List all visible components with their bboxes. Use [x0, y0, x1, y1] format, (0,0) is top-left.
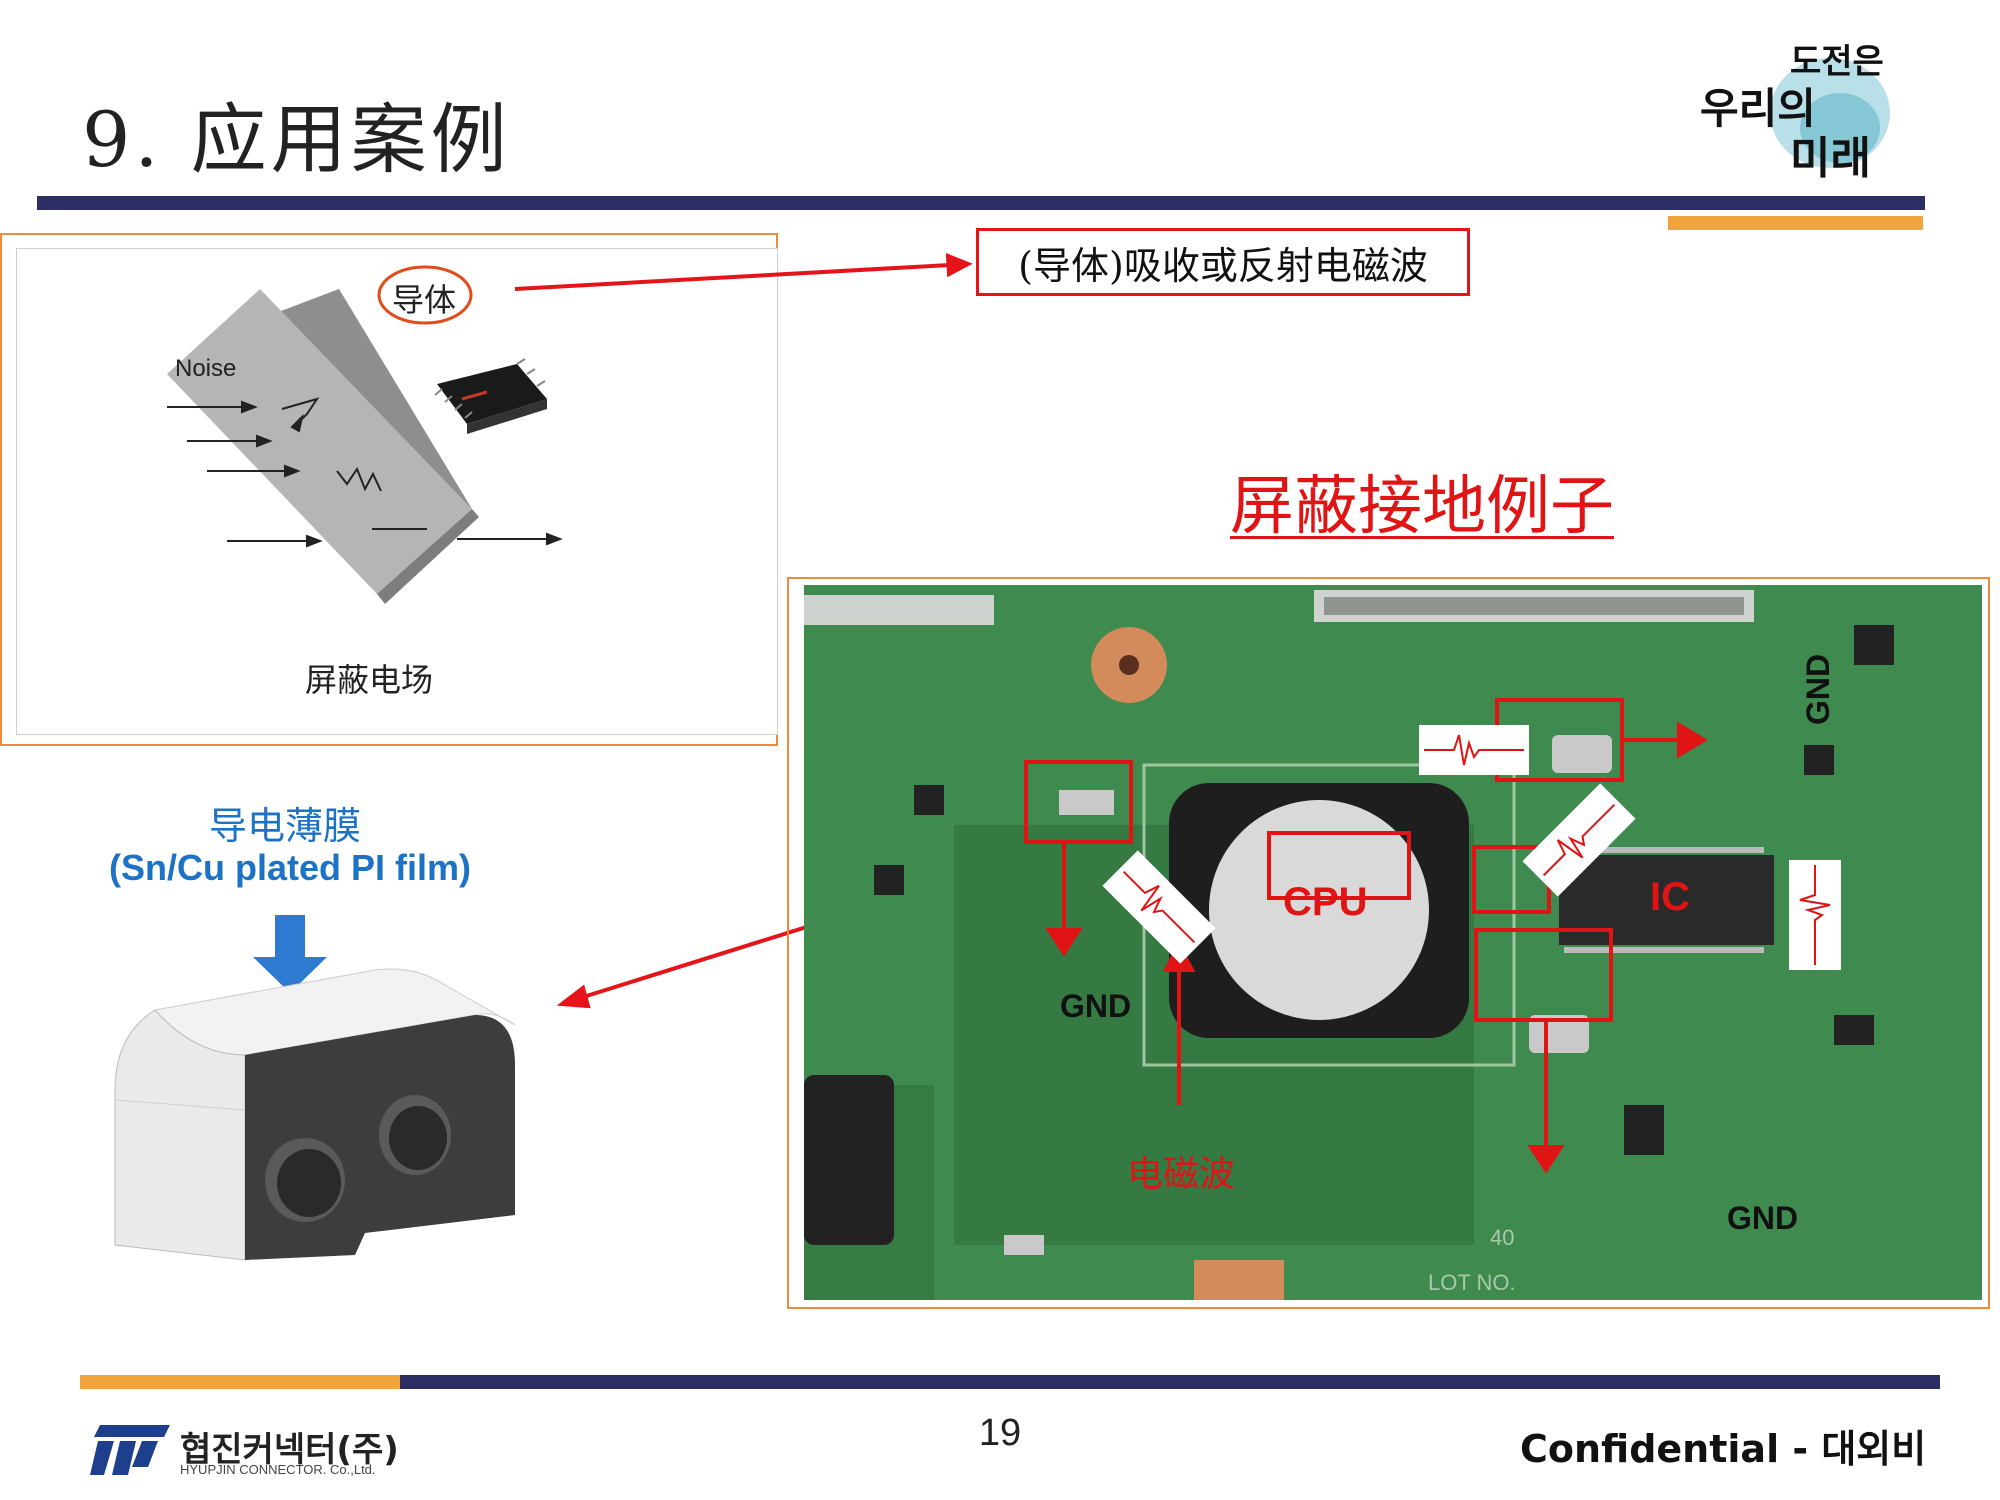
noise-label: Noise	[175, 355, 237, 382]
gnd-label-bottom: GND	[1727, 1200, 1799, 1236]
shielding-illustration	[167, 265, 563, 604]
page-number: 19	[978, 1412, 1022, 1454]
em-wave-callout: (导体)吸收或反射电磁波	[976, 228, 1470, 296]
board-text-40: 40	[1490, 1225, 1515, 1250]
shielding-diagram	[16, 248, 778, 735]
diagram-caption: 屏蔽电场	[305, 661, 434, 699]
footer-divider-accent	[80, 1375, 400, 1389]
em-wave-label: 电磁波	[1127, 1154, 1236, 1195]
slide-title: 9. 应用案例	[82, 95, 511, 184]
pcb-photo	[804, 585, 1982, 1300]
footer-divider	[400, 1375, 1940, 1389]
ic-label: IC	[1650, 875, 1690, 919]
grounding-example-title: 屏蔽接地例子	[1230, 470, 1614, 544]
svg-text:미래: 미래	[1790, 133, 1871, 184]
board-text-lot: LOT NO.	[1428, 1270, 1516, 1295]
gnd-label-left: GND	[1060, 988, 1132, 1024]
conductor-label: 导体	[392, 281, 457, 319]
em-wave-icons	[1102, 725, 1841, 970]
cpu-label: CPU	[1283, 880, 1368, 924]
film-shield-illustration	[114, 915, 516, 1261]
confidential-label: Confidential - 대외비	[1520, 1427, 1927, 1471]
film-label-cn: 导电薄膜	[208, 804, 361, 848]
header-divider	[37, 196, 1925, 210]
pcb-photo-frame	[787, 577, 1990, 1309]
header-divider-accent	[1668, 216, 1923, 230]
gnd-label-right: GND	[1800, 653, 1836, 725]
slogan-logo: 도전은 우리의 미래	[1690, 18, 1905, 188]
company-name: 협진커넥터(주)	[180, 1430, 399, 1470]
svg-text:도전은: 도전은	[1790, 42, 1884, 82]
svg-text:우리의: 우리의	[1700, 84, 1816, 133]
film-label-en: (Sn/Cu plated PI film)	[108, 847, 471, 888]
company-logo-mark	[90, 1425, 172, 1479]
company-sub: HYUPJIN CONNECTOR. Co.,Ltd.	[180, 1462, 376, 1477]
